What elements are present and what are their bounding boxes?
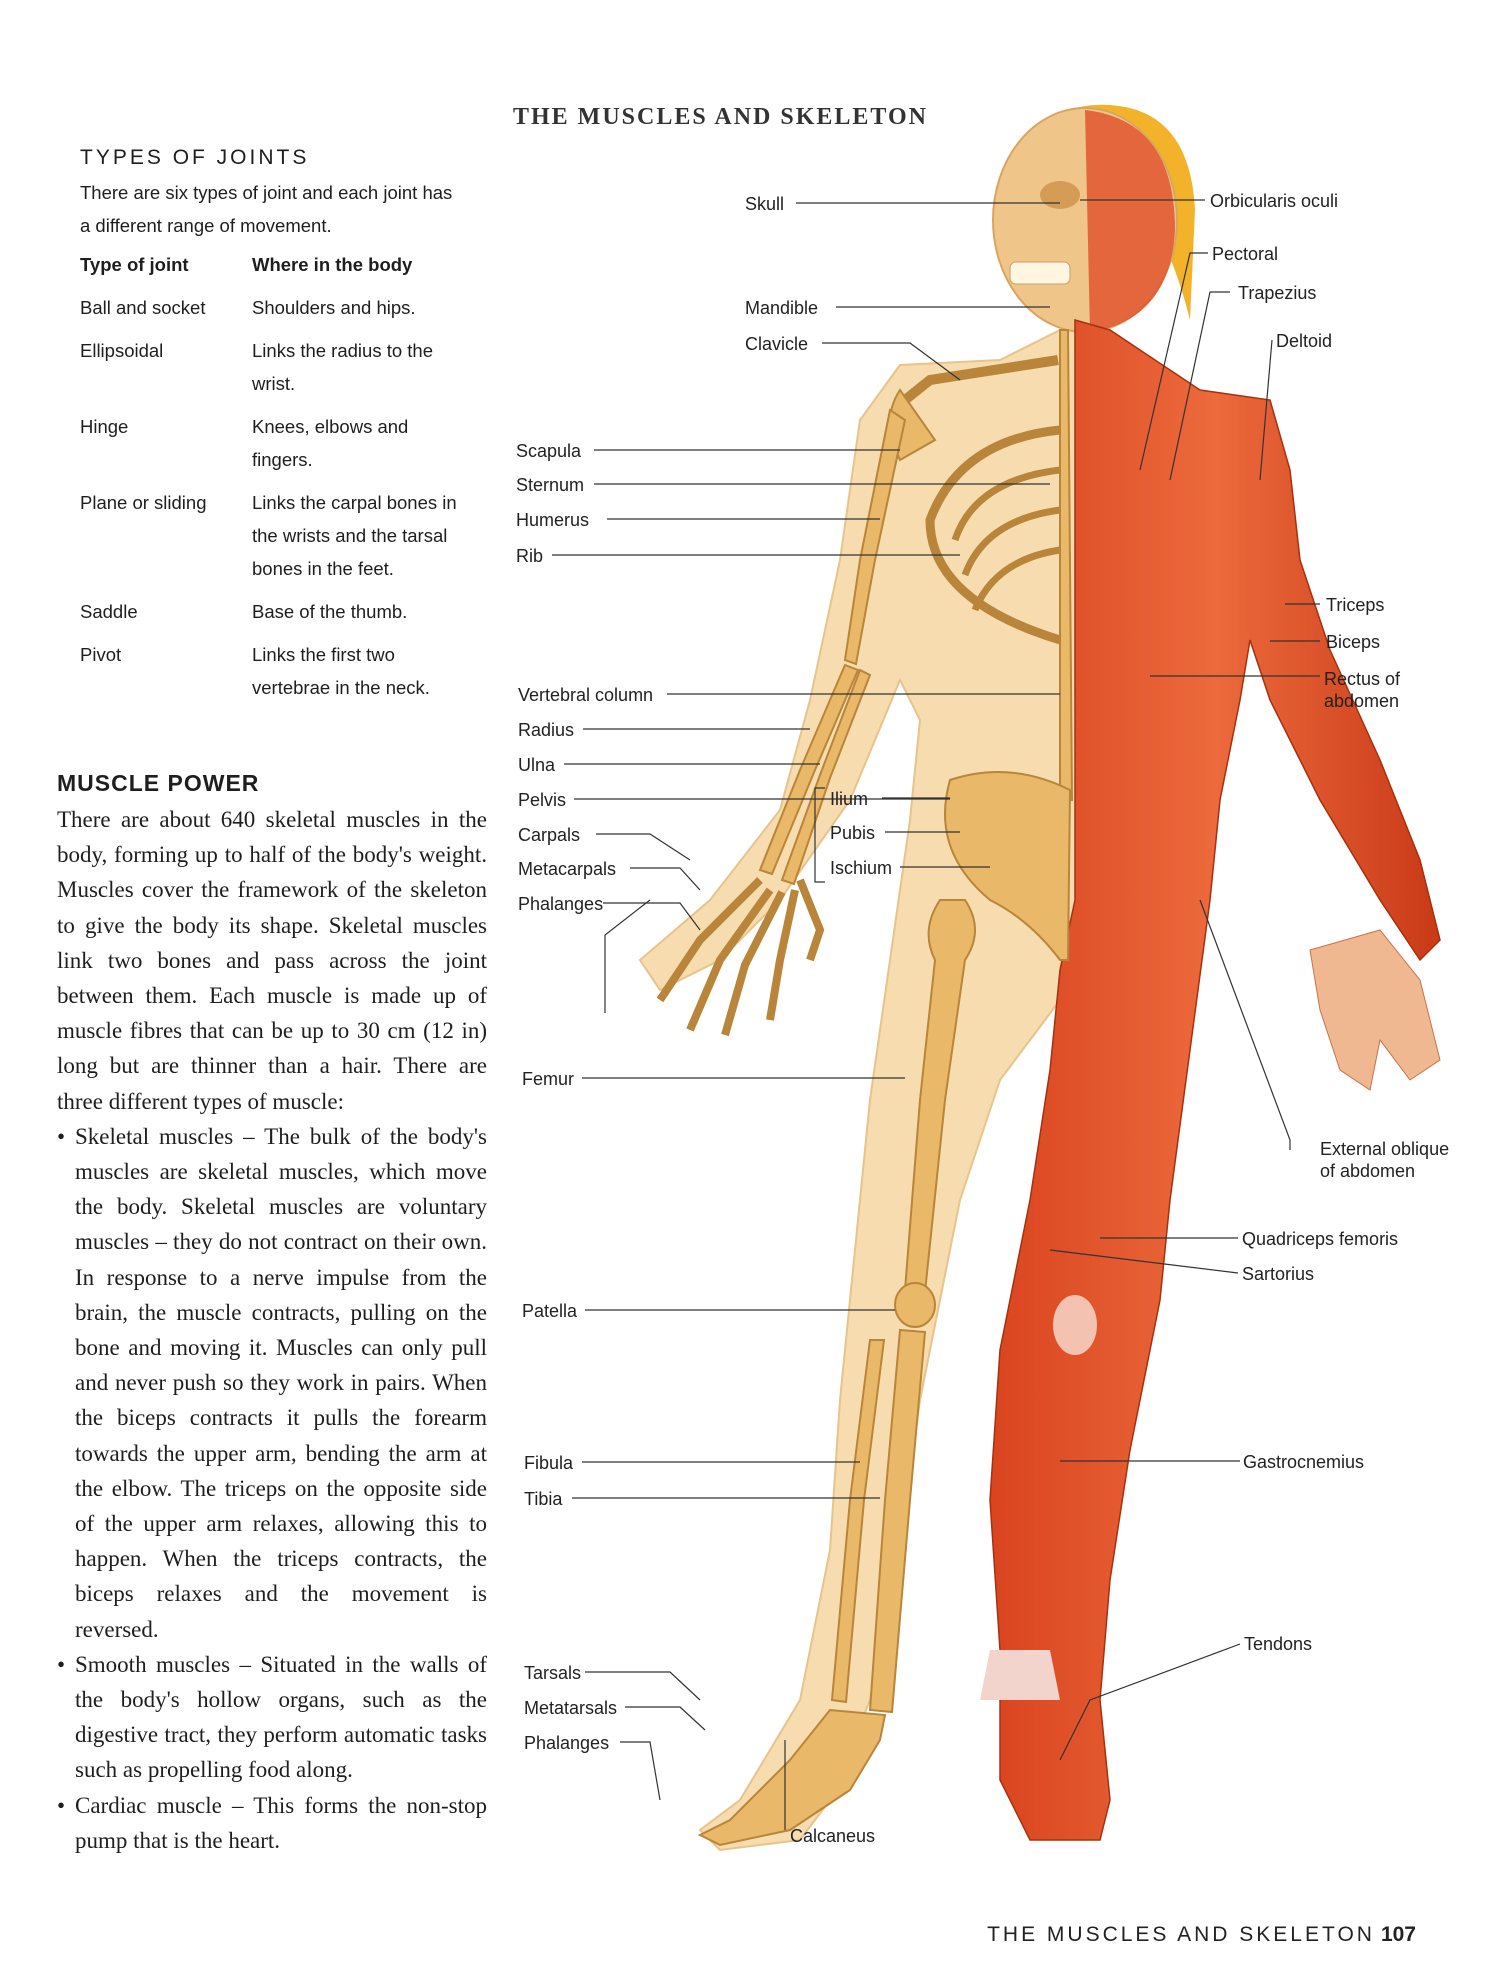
label-mandible: Mandible bbox=[745, 298, 818, 318]
label-rectus-of-abdomen: Rectus of abdomen bbox=[1324, 669, 1401, 711]
rib-cage bbox=[925, 425, 1062, 645]
table-row: Ellipsoidal Links the radius to the wris… bbox=[80, 334, 472, 410]
label-femur: Femur bbox=[522, 1069, 574, 1089]
label-rectus-of-abdomen-box: Rectus of abdomen bbox=[1324, 669, 1401, 711]
table-row: Hinge Knees, elbows and fingers. bbox=[80, 410, 472, 486]
radius bbox=[758, 663, 860, 876]
table-row: Saddle Base of the thumb. bbox=[80, 595, 472, 638]
list-item: Skeletal muscles – The bulk of the body'… bbox=[57, 1119, 487, 1647]
label-metacarpals: Metacarpals bbox=[518, 859, 616, 879]
label-scapula: Scapula bbox=[516, 441, 582, 461]
label-vertebral-column: Vertebral column bbox=[518, 685, 653, 705]
label-phalanges-foot: Phalanges bbox=[524, 1733, 609, 1753]
eye-socket bbox=[1040, 181, 1080, 209]
types-of-joints-intro: There are six types of joint and each jo… bbox=[80, 182, 453, 236]
joints-header-type: Type of joint bbox=[80, 254, 189, 275]
label-external-oblique-box: External oblique of abdomen bbox=[1320, 1139, 1450, 1181]
skin-silhouette bbox=[638, 329, 1082, 1852]
label-rib: Rib bbox=[516, 546, 543, 566]
types-of-joints-title: TYPES OF JOINTS bbox=[80, 146, 310, 169]
leader-lines bbox=[552, 199, 1320, 1830]
label-carpals: Carpals bbox=[518, 825, 580, 845]
footer-running-title: THE MUSCLES AND SKELETON bbox=[987, 1923, 1375, 1946]
list-item: Smooth muscles – Situated in the walls o… bbox=[57, 1647, 487, 1788]
label-tarsals: Tarsals bbox=[524, 1663, 581, 1683]
label-pectoral: Pectoral bbox=[1212, 244, 1278, 264]
skeleton bbox=[656, 329, 1074, 1847]
label-quadriceps-femoris: Quadriceps femoris bbox=[1242, 1229, 1398, 1249]
muscle-side bbox=[989, 319, 1441, 1841]
label-ilium: Ilium bbox=[830, 789, 868, 809]
patella bbox=[894, 1282, 936, 1328]
label-humerus: Humerus bbox=[516, 510, 589, 530]
label-clavicle: Clavicle bbox=[745, 334, 808, 354]
label-tibia: Tibia bbox=[524, 1489, 563, 1509]
right-hand bbox=[1309, 929, 1441, 1091]
label-radius: Radius bbox=[518, 720, 574, 740]
list-item: Cardiac muscle – This forms the non-stop… bbox=[57, 1788, 487, 1858]
joints-table-header: Type of joint Where in the body bbox=[80, 248, 472, 291]
joint-type: Plane or sliding bbox=[80, 492, 207, 513]
pelvis bbox=[944, 771, 1072, 961]
label-calcaneus: Calcaneus bbox=[790, 1826, 875, 1846]
joint-type: Hinge bbox=[80, 416, 129, 437]
vertebral-column bbox=[1059, 329, 1074, 801]
table-row: Pivot Links the first two vertebrae in t… bbox=[80, 638, 472, 714]
muscle-power-body: There are about 640 skeletal muscles in … bbox=[57, 802, 487, 1858]
joint-type: Ball and socket bbox=[80, 297, 206, 318]
table-row: Ball and socket Shoulders and hips. bbox=[80, 291, 472, 334]
label-tendons: Tendons bbox=[1244, 1634, 1312, 1654]
joint-type: Saddle bbox=[80, 601, 138, 622]
label-gastrocnemius: Gastrocnemius bbox=[1243, 1452, 1364, 1472]
joint-type: Ellipsoidal bbox=[80, 340, 164, 361]
tibia bbox=[868, 1328, 927, 1714]
label-pelvis: Pelvis bbox=[518, 790, 566, 810]
joint-location: Shoulders and hips. bbox=[252, 297, 416, 318]
face-muscles bbox=[1085, 110, 1175, 332]
label-triceps: Triceps bbox=[1326, 595, 1384, 615]
joint-location: Links the first two vertebrae in the nec… bbox=[252, 644, 430, 698]
teeth bbox=[1009, 261, 1071, 285]
label-skull: Skull bbox=[745, 194, 784, 214]
table-row: Plane or sliding Links the carpal bones … bbox=[80, 486, 472, 595]
hand-bones bbox=[656, 877, 825, 1037]
ankle-tendon bbox=[980, 1650, 1060, 1700]
clavicle bbox=[901, 355, 1059, 404]
joint-location: Knees, elbows and fingers. bbox=[252, 416, 409, 470]
label-biceps: Biceps bbox=[1326, 632, 1380, 652]
label-patella: Patella bbox=[522, 1301, 578, 1321]
joint-location: Links the radius to the wrist. bbox=[252, 340, 433, 394]
muscle-power-paragraph: There are about 640 skeletal muscles in … bbox=[57, 807, 487, 1114]
foot-bones bbox=[697, 1708, 887, 1847]
label-ulna: Ulna bbox=[518, 755, 556, 775]
label-pubis: Pubis bbox=[830, 823, 875, 843]
label-fibula: Fibula bbox=[524, 1453, 574, 1473]
muscle-types-list: Skeletal muscles – The bulk of the body'… bbox=[57, 1119, 487, 1858]
label-phalanges-hand: Phalanges bbox=[518, 894, 603, 914]
joint-location: Links the carpal bones in the wrists and… bbox=[252, 492, 457, 579]
label-orbicularis-oculi: Orbicularis oculi bbox=[1210, 191, 1338, 211]
muscle-power-title: MUSCLE POWER bbox=[57, 770, 260, 796]
label-sternum: Sternum bbox=[516, 475, 584, 495]
joints-table: Type of joint Where in the body Ball and… bbox=[80, 248, 472, 714]
label-deltoid: Deltoid bbox=[1276, 331, 1332, 351]
knee-tendon bbox=[1053, 1295, 1097, 1355]
label-ischium: Ischium bbox=[830, 858, 892, 878]
page-number: 107 bbox=[1380, 1923, 1416, 1946]
label-metatarsals: Metatarsals bbox=[524, 1698, 617, 1718]
ulna bbox=[780, 668, 872, 886]
label-trapezius: Trapezius bbox=[1238, 283, 1316, 303]
figure-title: THE MUSCLES AND SKELETON bbox=[513, 104, 928, 130]
fibula bbox=[830, 1339, 886, 1704]
label-sartorius: Sartorius bbox=[1242, 1264, 1314, 1284]
humerus bbox=[843, 408, 907, 666]
joints-header-where: Where in the body bbox=[252, 254, 413, 275]
joint-type: Pivot bbox=[80, 644, 122, 665]
joint-location: Base of the thumb. bbox=[252, 601, 408, 622]
label-external-oblique: External oblique of abdomen bbox=[1320, 1139, 1450, 1181]
